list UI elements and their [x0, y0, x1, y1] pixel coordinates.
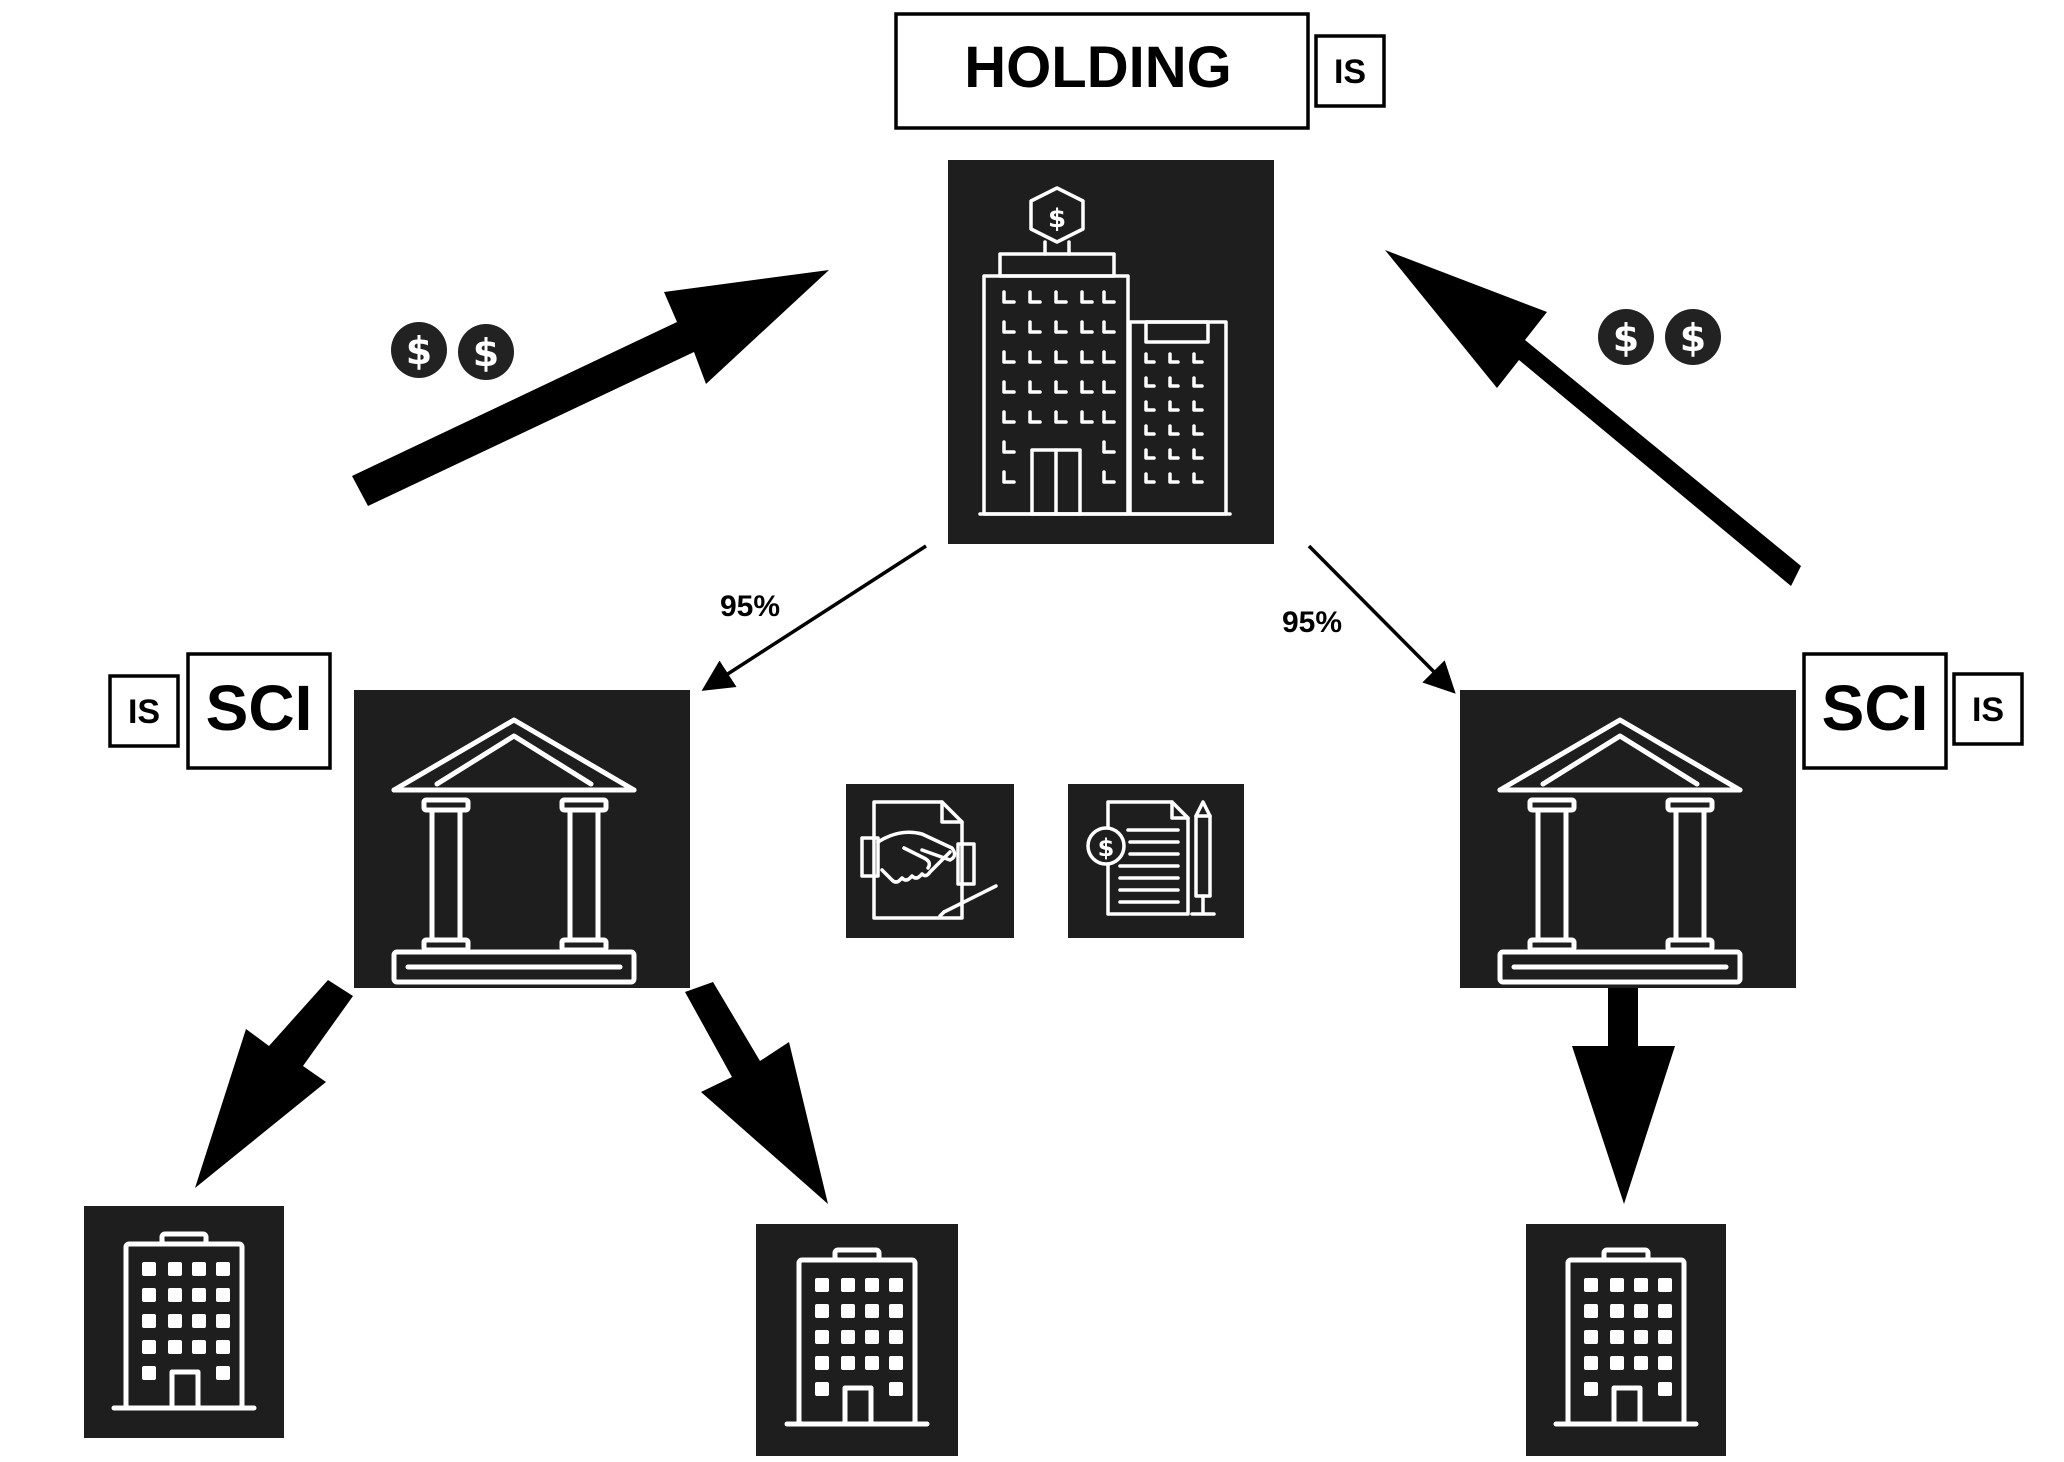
property-tile-right [1526, 1224, 1726, 1456]
agreement-tile [846, 784, 1014, 938]
holding-label-box: HOLDING [894, 12, 1310, 130]
holding-building-tile: $ [948, 160, 1274, 544]
sci-right-title: SCI [1822, 672, 1929, 744]
sci-left-tile [354, 690, 690, 988]
svg-text:$: $ [1048, 204, 1066, 234]
money-coins-right: $ $ [1598, 309, 1721, 365]
dollar-coin-icon: $ [391, 322, 447, 378]
svg-text:IS: IS [1334, 53, 1366, 91]
ownership-arrow-left [701, 544, 927, 691]
arrow-left-sci-to-property-b [685, 982, 828, 1204]
money-coins-left: $ $ [391, 322, 514, 380]
svg-text:$: $ [473, 331, 499, 375]
svg-text:$: $ [406, 329, 432, 373]
sci-right-tax-badge: IS [1952, 672, 2024, 746]
ownership-pct-right: 95% [1282, 606, 1342, 639]
sci-right-tile [1460, 690, 1796, 988]
svg-text:IS: IS [128, 693, 160, 731]
ownership-pct-left: 95% [720, 590, 780, 623]
svg-text:IS: IS [1972, 691, 2004, 729]
property-tile-left-a [84, 1206, 284, 1438]
sci-right-label-box: SCI [1802, 652, 1948, 770]
sci-left-label-box: SCI [186, 652, 332, 770]
invoice-tile: $ [1068, 784, 1244, 938]
dollar-coin-icon: $ [1598, 309, 1654, 365]
svg-text:$: $ [1098, 834, 1115, 862]
sci-left-tax-badge: IS [108, 674, 180, 748]
dollar-coin-icon: $ [458, 324, 514, 380]
office-building-dollar-icon: $ [978, 186, 1232, 516]
svg-text:$: $ [1613, 316, 1639, 360]
dollar-coin-icon: $ [1665, 309, 1721, 365]
handshake-contract-icon [860, 800, 998, 920]
dollar-document-pen-icon: $ [1086, 800, 1216, 916]
dividend-arrow-right [1385, 250, 1801, 586]
sci-left-title: SCI [206, 672, 313, 744]
arrow-left-sci-to-property-a [195, 980, 353, 1188]
property-tile-left-b [756, 1224, 958, 1456]
holding-title: HOLDING [964, 35, 1231, 100]
ownership-arrow-right [1307, 544, 1456, 694]
svg-text:$: $ [1680, 316, 1706, 360]
dividend-arrow-left [352, 270, 829, 506]
holding-tax-badge: IS [1314, 34, 1386, 108]
arrow-right-sci-to-property [1572, 952, 1675, 1204]
